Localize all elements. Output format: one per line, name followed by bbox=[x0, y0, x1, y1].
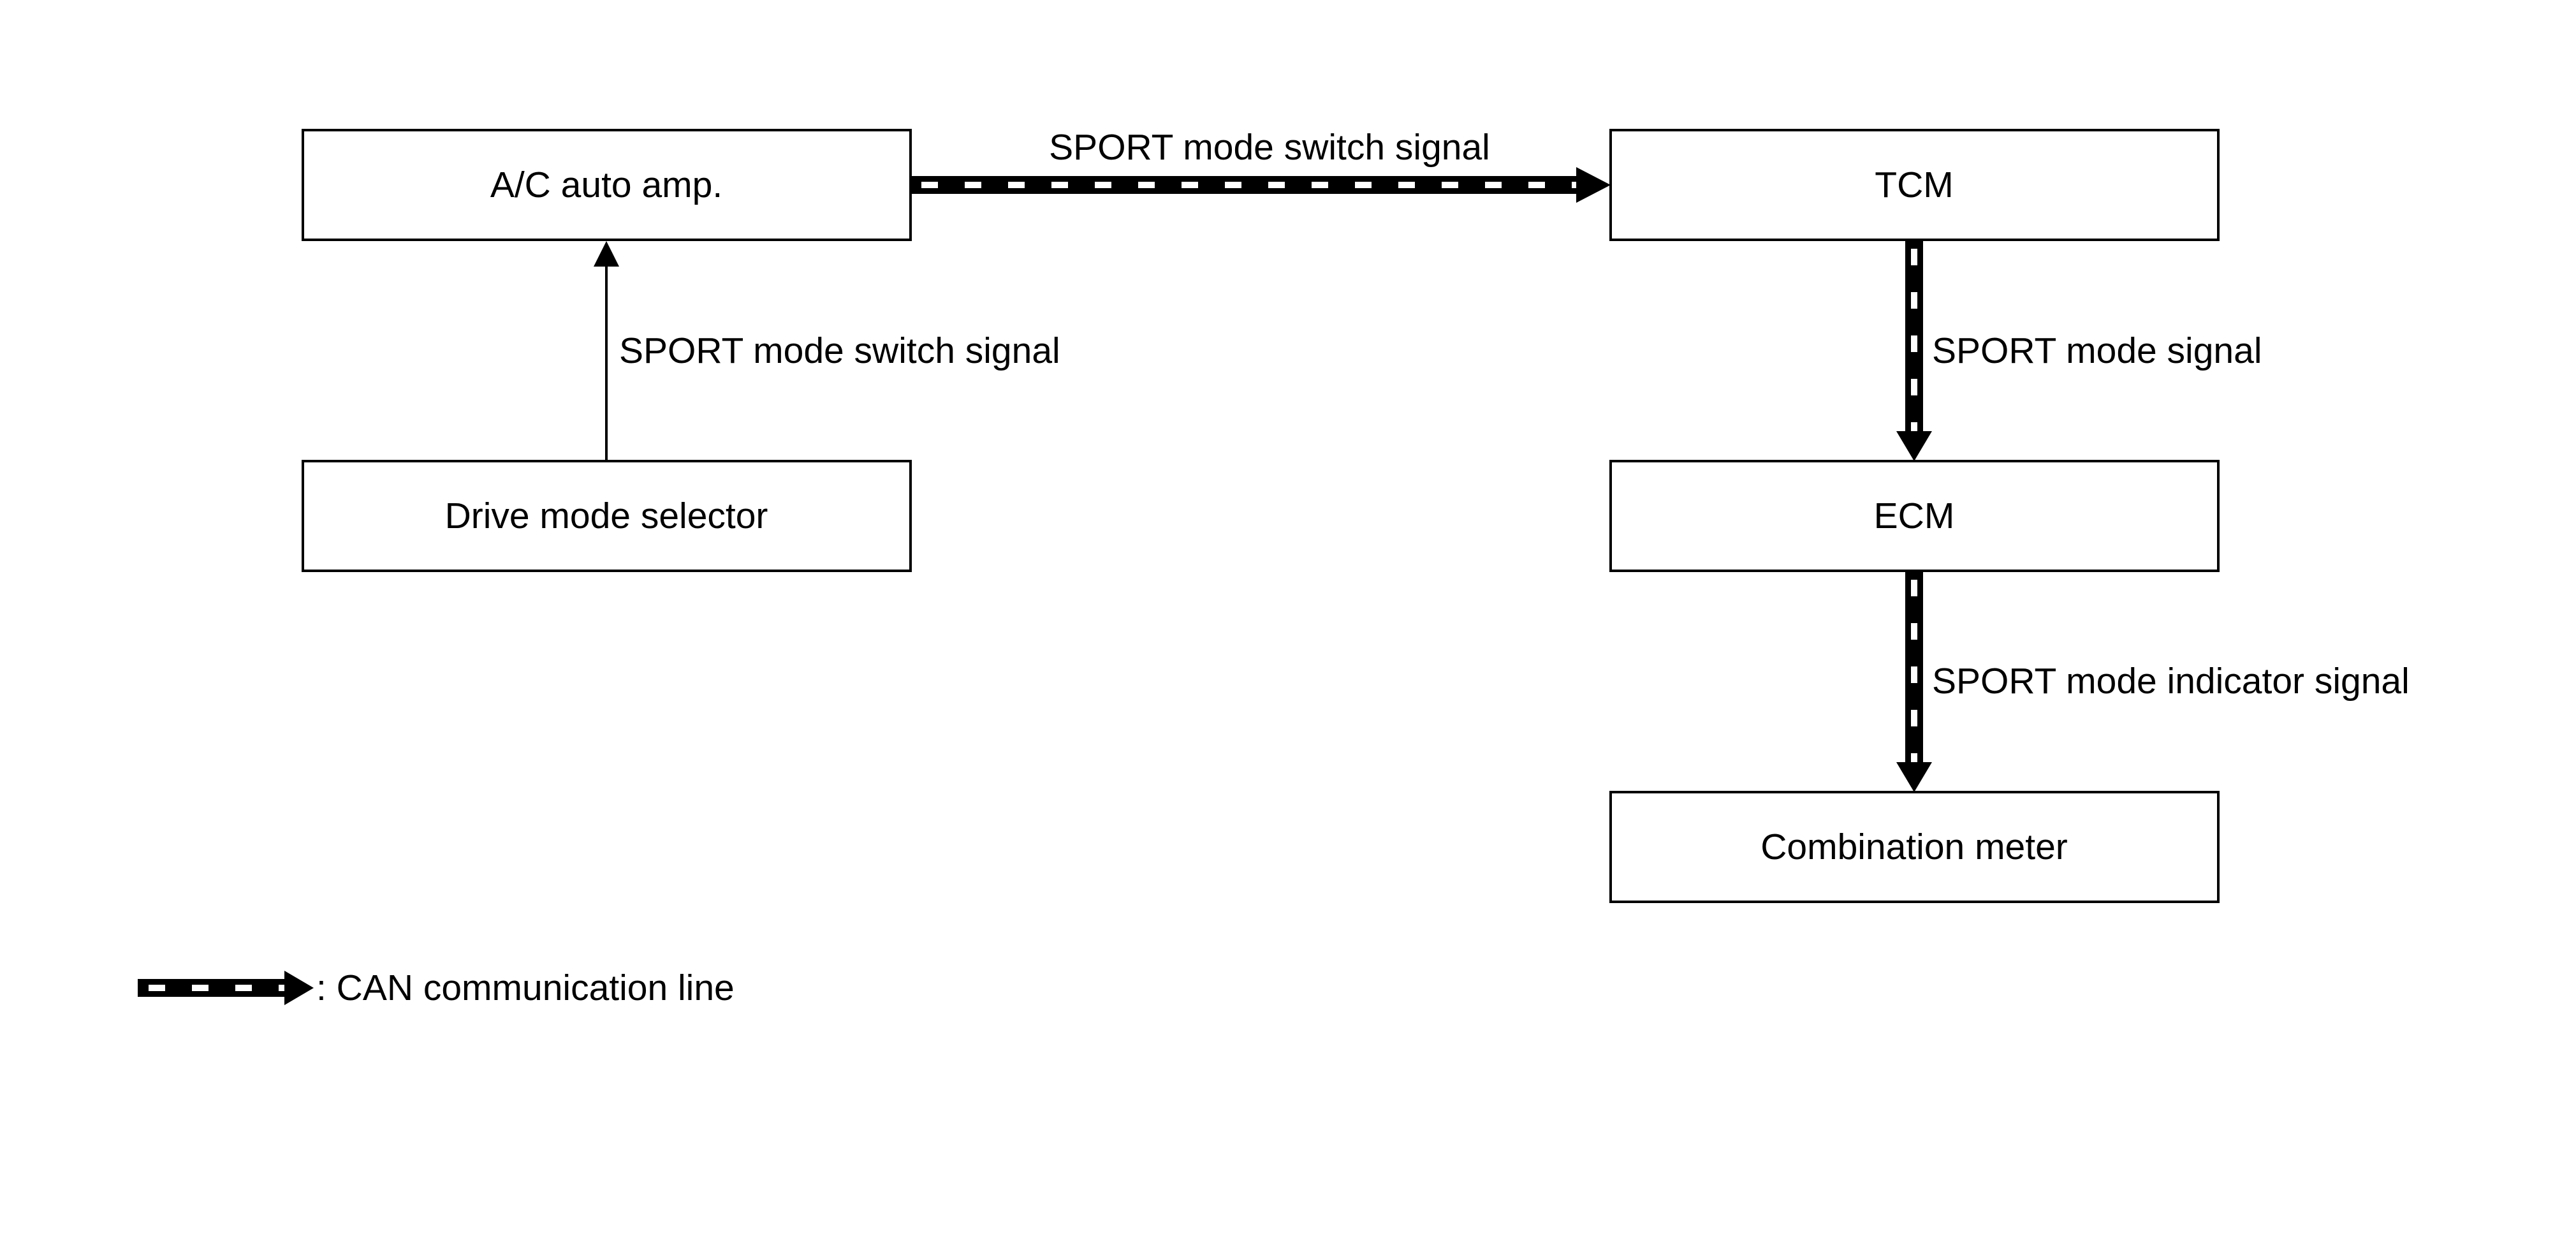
box-ecm: ECM bbox=[1609, 460, 2220, 572]
arrowhead-icon bbox=[1896, 431, 1932, 461]
legend-can-line-label: : CAN communication line bbox=[316, 967, 735, 1008]
box-ac-auto-amp: A/C auto amp. bbox=[302, 129, 912, 241]
can-line-ecm-to-meter bbox=[1896, 571, 1932, 792]
can-line-tcm-to-ecm bbox=[1896, 240, 1932, 461]
box-ac-auto-amp-label: A/C auto amp. bbox=[490, 165, 722, 205]
arrowhead-icon bbox=[284, 971, 314, 1005]
wire-selector-to-ac bbox=[594, 241, 619, 461]
signal-label-tcm-to-ecm: SPORT mode signal bbox=[1932, 330, 2262, 371]
can-line-ac-to-tcm bbox=[911, 167, 1611, 203]
box-tcm-label: TCM bbox=[1875, 165, 1953, 205]
signal-label-ecm-to-meter: SPORT mode indicator signal bbox=[1932, 661, 2410, 702]
signal-label-ac-to-tcm: SPORT mode switch signal bbox=[1049, 127, 1490, 168]
box-drive-mode-selector: Drive mode selector bbox=[302, 460, 912, 572]
box-drive-mode-selector-label: Drive mode selector bbox=[445, 496, 768, 536]
legend-can-line-symbol bbox=[138, 971, 314, 1005]
box-ecm-label: ECM bbox=[1874, 496, 1955, 536]
legend: : CAN communication line bbox=[138, 967, 735, 1008]
arrowhead-icon bbox=[594, 241, 619, 267]
box-tcm: TCM bbox=[1609, 129, 2220, 241]
arrowhead-icon bbox=[1576, 167, 1611, 203]
signal-label-selector-to-ac: SPORT mode switch signal bbox=[619, 330, 1060, 371]
box-combination-meter: Combination meter bbox=[1609, 791, 2220, 903]
box-combination-meter-label: Combination meter bbox=[1760, 827, 2068, 867]
arrowhead-icon bbox=[1896, 762, 1932, 792]
